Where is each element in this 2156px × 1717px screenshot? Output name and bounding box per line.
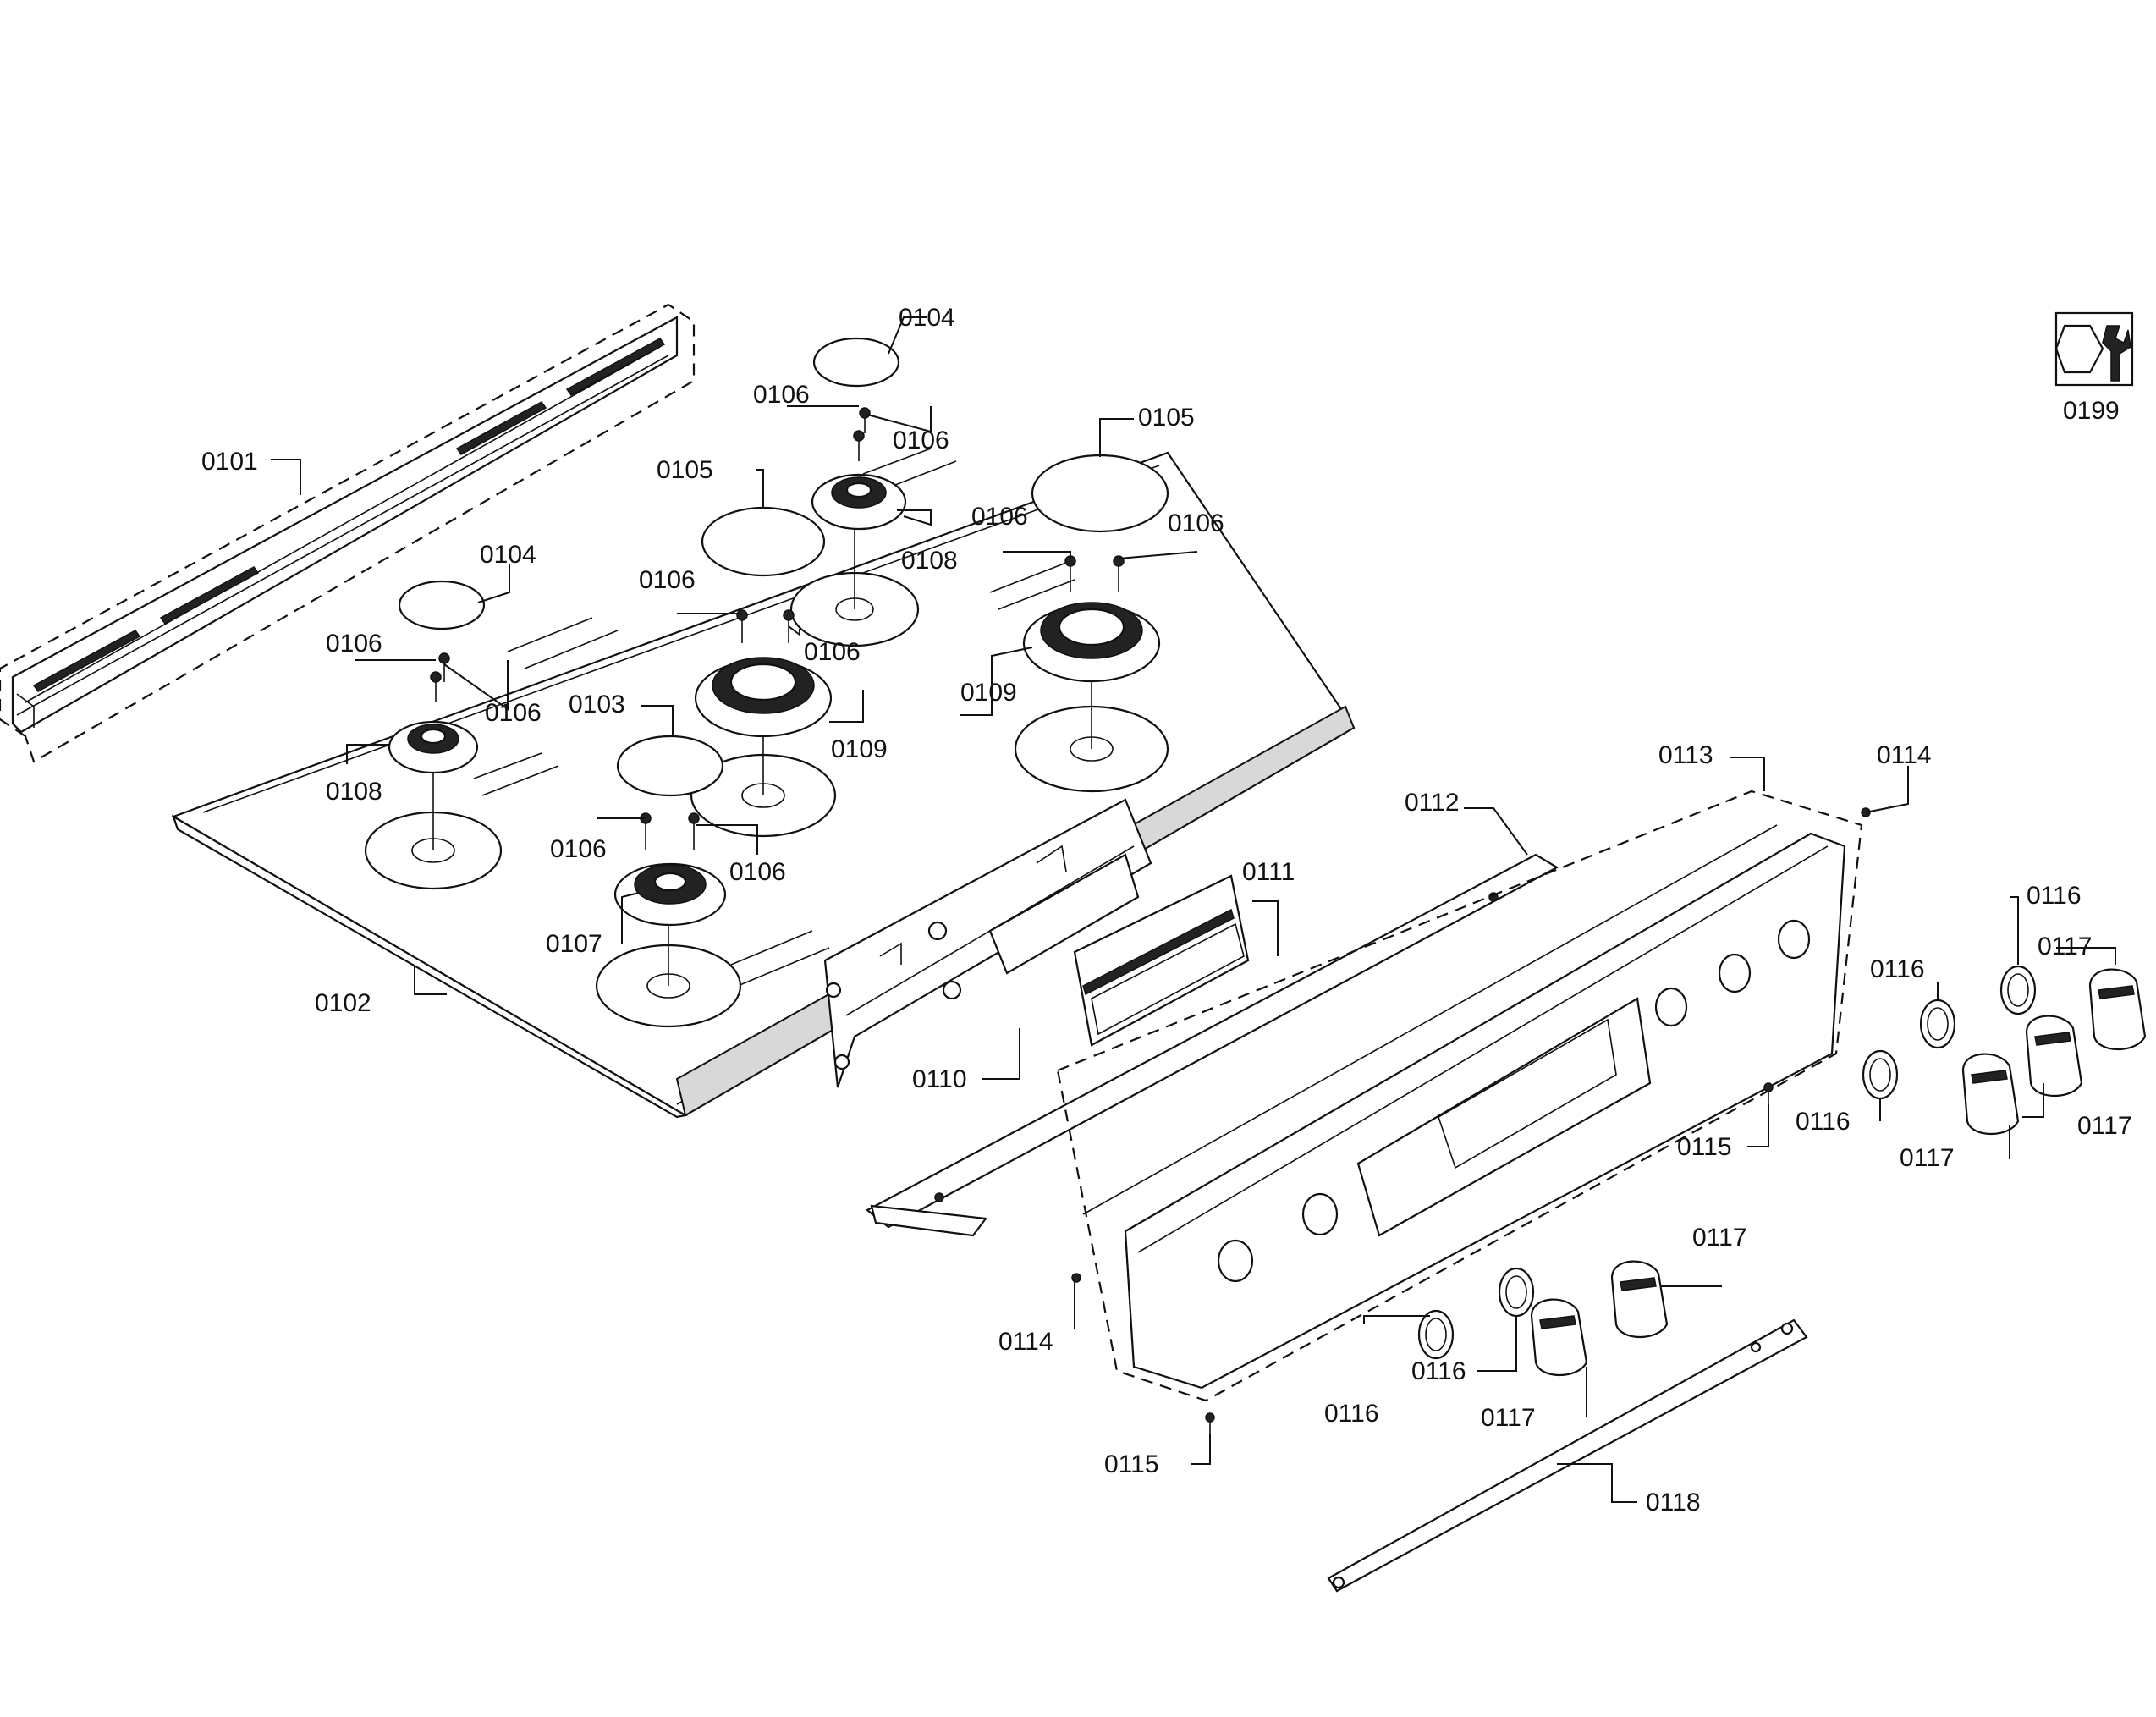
trim-strip-0112: [866, 853, 1559, 1237]
callout-0101: 0101: [201, 448, 258, 476]
screws-0106: [430, 407, 1125, 850]
callout-0108-rear: 0108: [901, 547, 958, 575]
leader-lines: [271, 316, 2116, 1503]
callout-0116: 0116: [1870, 955, 1925, 983]
burner-cap-0105-center: [701, 506, 826, 577]
control-bracket-0110: [823, 798, 1152, 1088]
callout-0105-center: 0105: [657, 456, 713, 484]
callout-0102: 0102: [315, 989, 371, 1017]
callout-0106: 0106: [1168, 509, 1224, 537]
screw: [438, 652, 450, 682]
callout-0106: 0106: [971, 503, 1028, 531]
burner-heads: [388, 473, 1161, 927]
callout-labels: 0101 0102 0103 0104 0104 0105 0105 0106 …: [201, 304, 2132, 1516]
burner-head-0108-rear: [811, 473, 907, 531]
knob: [2025, 1015, 2083, 1098]
callout-0109-center: 0109: [831, 735, 888, 763]
callout-0199: 0199: [2063, 397, 2120, 425]
burner-head-0108-left: [388, 720, 479, 774]
callout-0106: 0106: [729, 858, 786, 886]
screw-0114-left: [1071, 1273, 1081, 1283]
bezel: [1862, 1049, 1899, 1100]
callout-0115-left: 0115: [1104, 1450, 1159, 1478]
screws-0114-0115: [1071, 807, 1871, 1434]
callout-0115-right: 0115: [1677, 1133, 1732, 1161]
screw: [430, 671, 442, 702]
burner-cap-0104-left: [398, 580, 486, 630]
callout-0117: 0117: [2077, 1112, 2132, 1140]
callout-0106: 0106: [550, 835, 607, 863]
knobs-0117: [1530, 968, 2147, 1377]
screw-0115-right: [1763, 1082, 1774, 1104]
callout-0116: 0116: [2027, 882, 2082, 910]
callout-0114-right: 0114: [1877, 741, 1932, 769]
callout-0106: 0106: [753, 381, 810, 409]
callout-0108-left: 0108: [326, 778, 382, 806]
knob: [2088, 968, 2147, 1051]
callout-0106: 0106: [639, 566, 696, 594]
callout-0110: 0110: [912, 1065, 967, 1093]
callout-0106: 0106: [485, 699, 542, 727]
wrench-nut-icon: [2054, 311, 2134, 387]
callout-0117: 0117: [2038, 933, 2093, 960]
bezel: [1919, 999, 1956, 1049]
bottom-bracket-0118: [1327, 1318, 1808, 1593]
knob: [1610, 1260, 1669, 1339]
callout-0113: 0113: [1658, 741, 1713, 769]
burner-cap-0105-right: [1031, 454, 1169, 533]
callout-0117: 0117: [1692, 1224, 1747, 1252]
callout-0117: 0117: [1481, 1404, 1536, 1432]
callout-0117: 0117: [1900, 1144, 1955, 1172]
bezel: [1417, 1309, 1455, 1360]
callout-0106: 0106: [804, 638, 861, 666]
callout-0118: 0118: [1646, 1489, 1701, 1516]
callout-0112: 0112: [1405, 789, 1460, 817]
callout-0109-right: 0109: [960, 679, 1017, 707]
callout-0116: 0116: [1411, 1357, 1466, 1385]
callout-0114-left: 0114: [998, 1328, 1053, 1356]
bezel: [1498, 1267, 1535, 1318]
screw: [783, 609, 795, 643]
burner-head-0107: [613, 862, 727, 927]
callout-0104-rear: 0104: [899, 304, 955, 332]
control-board-0111: [1073, 874, 1250, 1047]
callout-0103: 0103: [569, 691, 625, 718]
callout-0116: 0116: [1324, 1400, 1379, 1428]
control-panel-0113: [1056, 790, 1863, 1402]
screw: [859, 407, 871, 433]
screw: [688, 812, 700, 850]
screw: [853, 430, 865, 461]
bezel: [1999, 965, 2037, 1015]
burner-cap-0104-rear: [812, 337, 900, 388]
rear-vent-trim: [0, 303, 696, 763]
callout-0104-left: 0104: [480, 541, 536, 569]
callout-0106: 0106: [326, 630, 382, 658]
knob: [1961, 1053, 2020, 1136]
callout-0105-right: 0105: [1138, 404, 1195, 432]
callout-0107: 0107: [546, 930, 602, 958]
burner-cap-0103: [616, 735, 724, 797]
screw-0115-left: [1205, 1412, 1215, 1434]
knob-bezels-0116: [1417, 965, 2037, 1360]
callout-0116: 0116: [1796, 1108, 1851, 1136]
burner-caps: [398, 337, 1169, 797]
callout-0111: 0111: [1242, 858, 1295, 886]
burner-head-0109-right: [1022, 602, 1161, 683]
burner-head-0109-center: [694, 657, 833, 738]
knob: [1530, 1298, 1588, 1377]
callout-0106: 0106: [893, 426, 949, 454]
